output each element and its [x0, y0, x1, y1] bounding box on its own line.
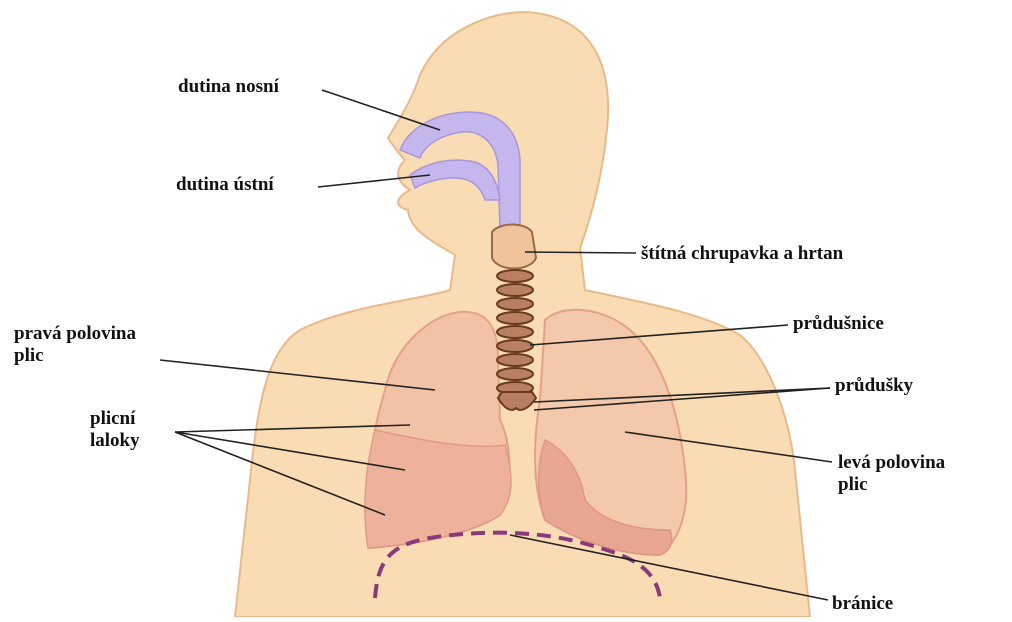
label-bronchi: průdušky [835, 375, 913, 397]
label-right-lung-line-2: plic [14, 345, 136, 367]
trachea-rings [497, 270, 533, 394]
label-thyroid-larynx: štítná chrupavka a hrtan [641, 243, 843, 265]
label-left-lung: levá polovina plic [838, 452, 945, 496]
label-lobes-line-2: laloky [90, 430, 140, 452]
label-oral-cavity: dutina ústní [176, 174, 274, 196]
label-right-lung: pravá polovina plic [14, 323, 136, 367]
label-right-lung-line-1: pravá polovina [14, 323, 136, 345]
label-nasal-cavity: dutina nosní [178, 76, 279, 98]
label-diaphragm: bránice [832, 593, 893, 615]
label-lobes-line-1: plicní [90, 408, 140, 430]
label-left-lung-line-1: levá polovina [838, 452, 945, 474]
label-lung-lobes: plicní laloky [90, 408, 140, 452]
label-left-lung-line-2: plic [838, 474, 945, 496]
label-trachea: průdušnice [793, 313, 884, 335]
larynx-shape [492, 225, 536, 269]
leader-thyroid [525, 252, 636, 253]
